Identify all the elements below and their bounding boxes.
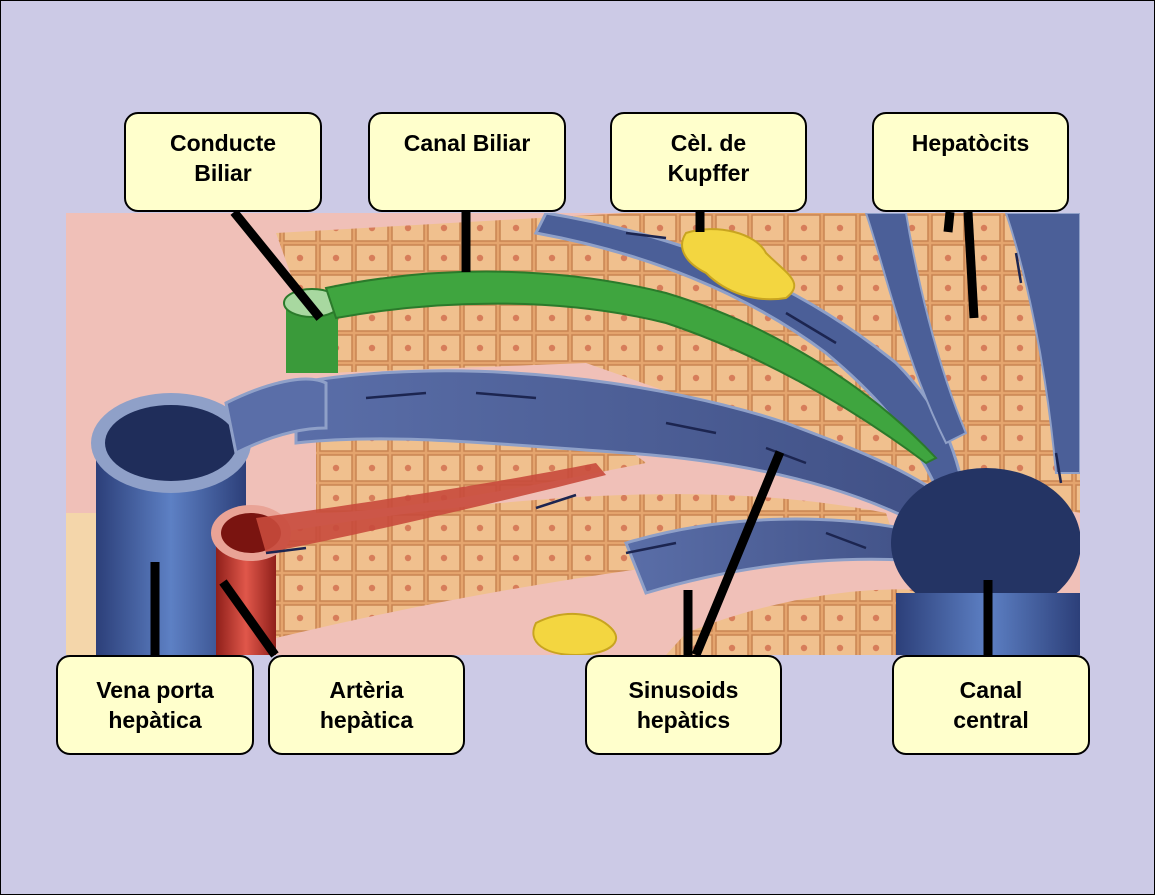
liver-lobule-illustration <box>66 213 1080 655</box>
label-conducte-biliar-text: Conducte Biliar <box>170 128 276 188</box>
label-vena-porta: Vena porta hepàtica <box>56 655 254 755</box>
label-canal-biliar: Canal Biliar <box>368 112 566 212</box>
label-sinusoids: Sinusoids hepàtics <box>585 655 782 755</box>
label-hepatocits-text: Hepatòcits <box>912 128 1030 158</box>
label-canal-biliar-text: Canal Biliar <box>404 128 531 158</box>
label-conducte-biliar: Conducte Biliar <box>124 112 322 212</box>
label-kupffer: Cèl. de Kupffer <box>610 112 807 212</box>
label-vena-porta-text: Vena porta hepàtica <box>96 675 214 735</box>
label-canal-central: Canal central <box>892 655 1090 755</box>
central-vein-tube <box>896 593 1080 655</box>
label-arteria: Artèria hepàtica <box>268 655 465 755</box>
label-arteria-text: Artèria hepàtica <box>320 675 413 735</box>
label-kupffer-text: Cèl. de Kupffer <box>668 128 750 188</box>
portal-vein-opening <box>105 405 237 481</box>
label-canal-central-text: Canal central <box>953 675 1028 735</box>
label-hepatocits: Hepatòcits <box>872 112 1069 212</box>
label-sinusoids-text: Sinusoids hepàtics <box>629 675 739 735</box>
